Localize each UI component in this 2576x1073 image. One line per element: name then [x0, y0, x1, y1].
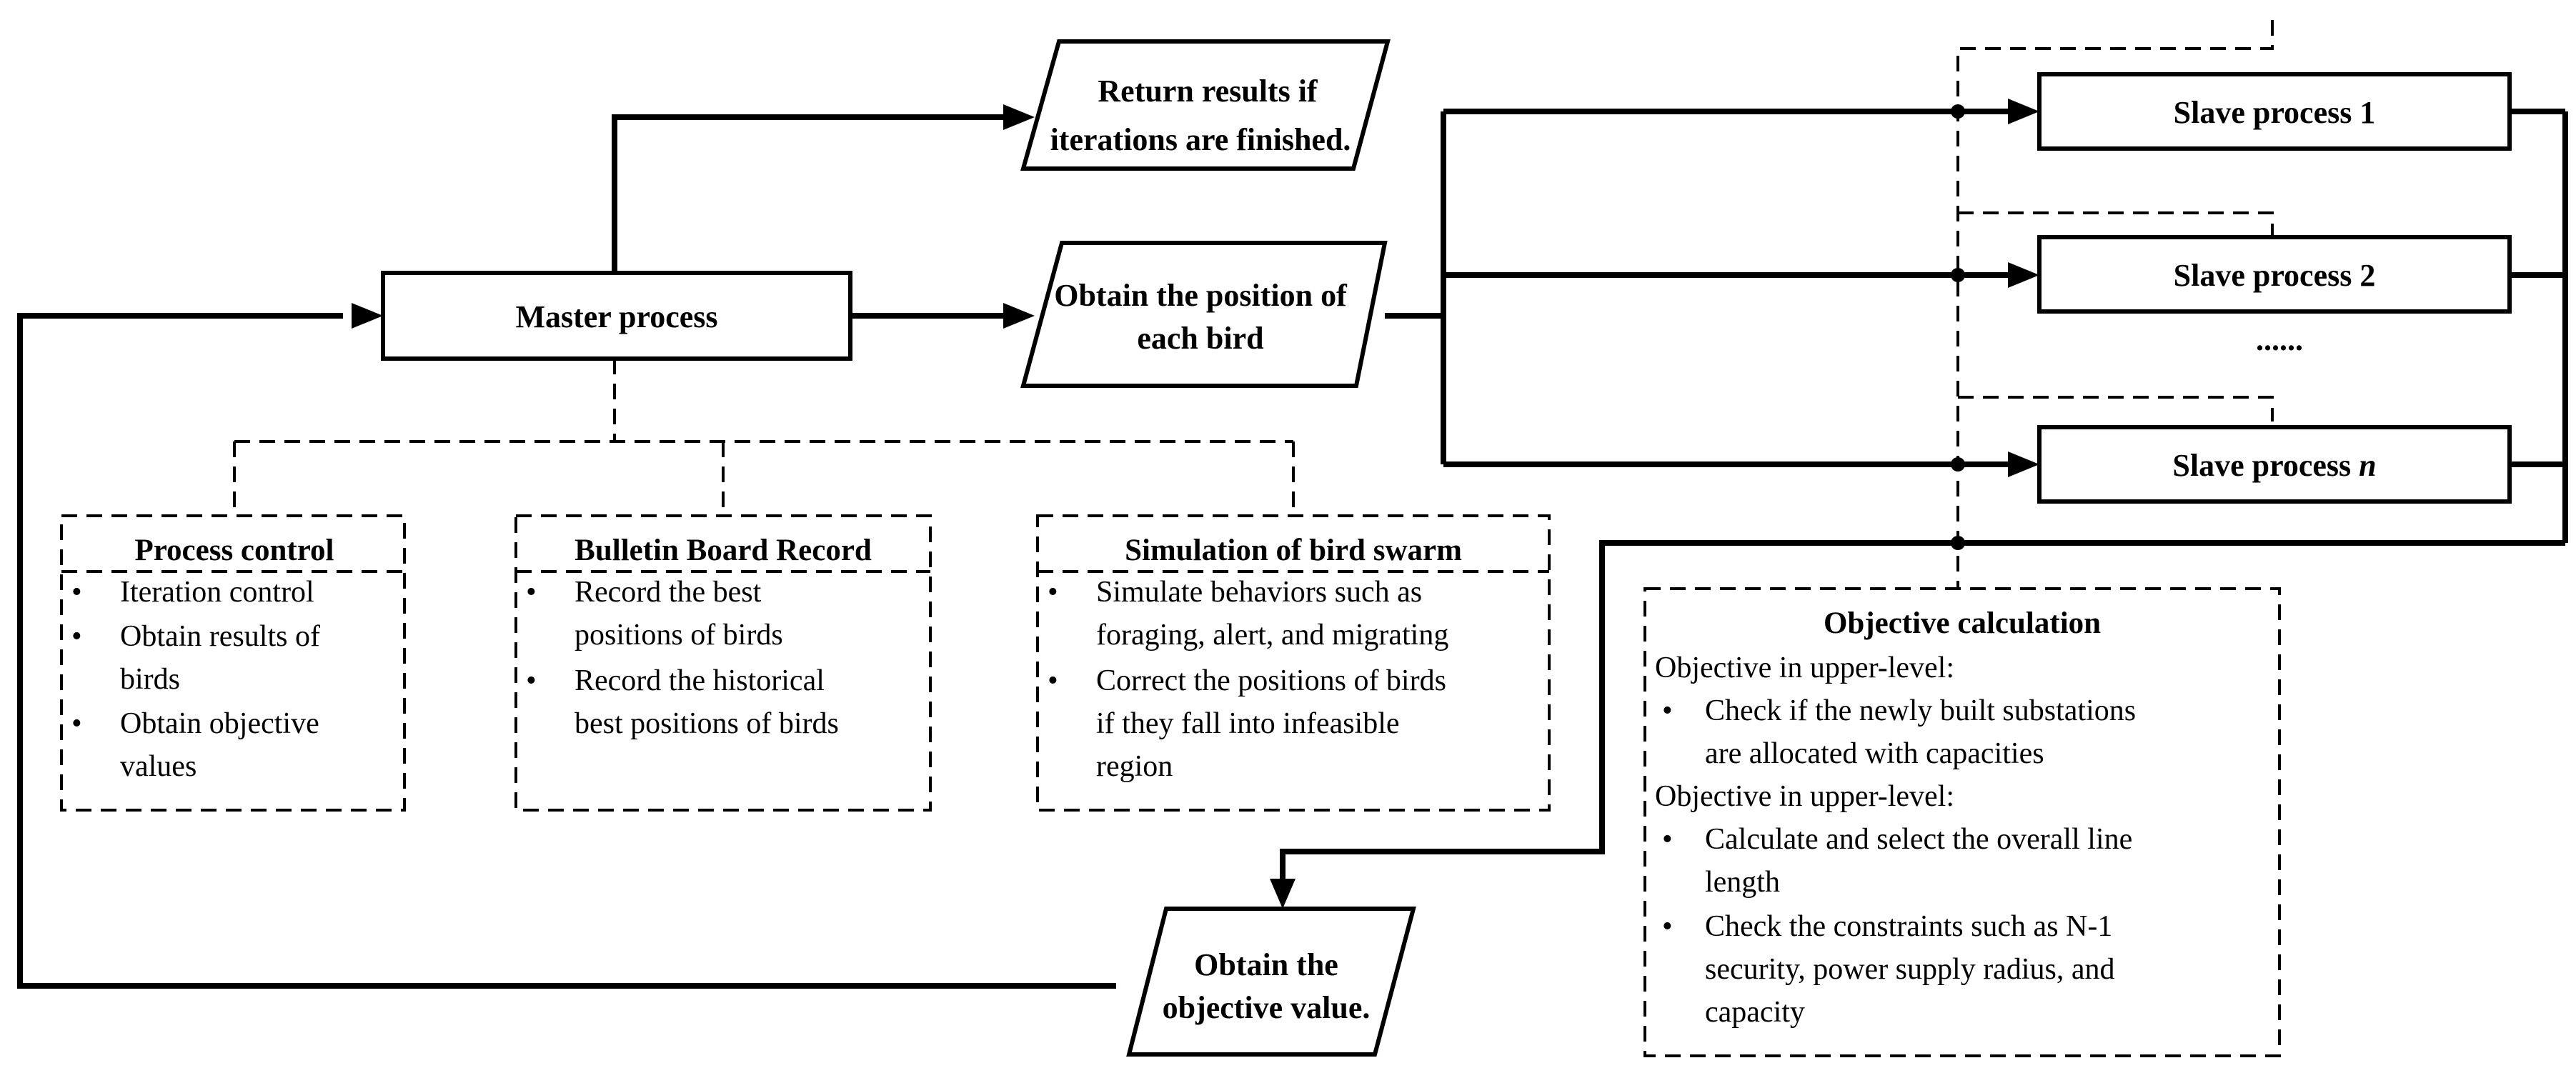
bulletin-board-item-line: Record the historical — [575, 664, 825, 697]
slave-process-n-box — [2037, 425, 2512, 504]
crossing-dot — [1951, 536, 1965, 550]
simulation-item-line: if they fall into infeasible — [1096, 707, 1400, 740]
bulletin-board-item-line: best positions of birds — [575, 707, 839, 740]
master-process-node: Master process — [381, 271, 852, 361]
simulation-items: • Simulate behaviors such as foraging, a… — [1048, 576, 1448, 783]
slave-process-1-label: Slave process 1 — [2174, 95, 2376, 130]
bulletin-board-panel: Bulletin Board Record • Record the best … — [514, 514, 932, 812]
objective-item-line: security, power supply radius, and — [1705, 953, 2114, 986]
arrowhead-master — [352, 303, 383, 329]
connector-objective-to-master — [17, 313, 1116, 989]
simulation-item-line: Correct the positions of birds — [1096, 664, 1446, 697]
process-control-item-line: Iteration control — [120, 576, 314, 609]
bullet-symbol: • — [1662, 694, 1673, 727]
obtain-position-label-line2: each bird — [1137, 321, 1263, 356]
obtain-position-label-line1: Obtain the position of — [1054, 278, 1348, 313]
simulation-item-line: Simulate behaviors such as — [1096, 576, 1422, 609]
master-process-label: Master process — [515, 299, 717, 334]
crossing-dot — [1951, 104, 1965, 119]
bullet-symbol: • — [526, 664, 537, 697]
process-control-frame — [60, 514, 406, 812]
objective-calculation-frame — [1643, 587, 2281, 1057]
connectors — [17, 109, 2568, 989]
arrowhead-return — [1003, 104, 1035, 130]
bullet-symbol: • — [1048, 664, 1058, 697]
slave-process-1-box — [2037, 72, 2512, 151]
process-control-item-line: Obtain objective — [120, 707, 319, 740]
dashed-links — [233, 20, 2274, 589]
objective-section-heading: Objective in upper-level: — [1655, 652, 1954, 684]
return-results-label-line2: iterations are finished. — [1050, 122, 1351, 157]
crossing-dots — [1951, 104, 1965, 550]
objective-item-line: Calculate and select the overall line — [1705, 823, 2132, 856]
slave-process-2-box — [2037, 235, 2512, 314]
obtain-objective-parallelogram — [1126, 907, 1416, 1057]
bullet-symbol: • — [1662, 910, 1673, 943]
bulletin-board-item-line: Record the best — [575, 576, 762, 609]
bullet-symbol: • — [526, 576, 537, 609]
objective-item-line: Check the constraints such as N-1 — [1705, 910, 2112, 943]
return-results-label-line1: Return results if — [1098, 74, 1318, 109]
master-process-box — [381, 271, 852, 361]
process-control-item-line: values — [120, 750, 197, 783]
slave-process-1-node: Slave process 1 — [2037, 72, 2512, 151]
bulletin-board-title: Bulletin Board Record — [575, 534, 872, 567]
slave-process-n-label: Slave process n — [2172, 448, 2376, 483]
obtain-objective-label-line2: objective value. — [1163, 990, 1371, 1025]
process-control-item-line: Obtain results of — [120, 620, 320, 653]
bullet-symbol: • — [1662, 823, 1673, 856]
objective-calculation-panel: Objective calculation Objective in upper… — [1643, 587, 2281, 1057]
dashed-slave2-bracket — [1958, 211, 2274, 236]
process-control-items: • Iteration control • Obtain results of … — [71, 576, 320, 783]
connector-master-to-return — [612, 114, 1008, 273]
bulletin-board-frame — [514, 514, 932, 812]
simulation-panel: Simulation of bird swarm • Simulate beha… — [1036, 514, 1551, 812]
crossing-dot — [1951, 268, 1965, 282]
simulation-title: Simulation of bird swarm — [1125, 534, 1462, 567]
slave-process-n-node: Slave process n — [2037, 425, 2512, 504]
objective-item-line: length — [1705, 866, 1780, 899]
slave-process-2-node: Slave process 2 — [2037, 235, 2512, 314]
arrowhead-slave1 — [2008, 99, 2039, 124]
obtain-objective-node: Obtain the objective value. — [1126, 907, 1416, 1057]
dashed-slaven-bracket — [1958, 396, 2274, 421]
bullet-symbol: • — [71, 707, 82, 740]
crossing-dot — [1951, 457, 1965, 471]
return-results-node: Return results if iterations are finishe… — [1020, 39, 1391, 171]
simulation-frame — [1036, 514, 1551, 812]
slave-ellipsis: ...... — [2256, 322, 2303, 357]
slave-process-n-suffix: n — [2359, 448, 2376, 483]
dashed-slave-frame — [1956, 20, 2274, 589]
objective-section-heading: Objective in upper-level: — [1655, 780, 1954, 813]
arrowhead-slave2 — [2008, 262, 2039, 288]
slave-process-2-label: Slave process 2 — [2174, 258, 2376, 293]
simulation-item-line: foraging, alert, and migrating — [1096, 619, 1448, 652]
process-control-item-line: birds — [120, 663, 180, 696]
obtain-position-parallelogram — [1020, 241, 1388, 388]
process-control-title: Process control — [134, 534, 334, 567]
objective-calculation-items: Objective in upper-level: • Check if the… — [1655, 652, 2136, 1029]
bulletin-board-items: • Record the best positions of birds • R… — [526, 576, 839, 740]
objective-item-line: Check if the newly built substations — [1705, 694, 2136, 727]
simulation-item-line: region — [1096, 750, 1173, 783]
objective-calculation-title: Objective calculation — [1824, 607, 2101, 640]
arrowhead-objective-value — [1270, 879, 1296, 909]
obtain-position-node: Obtain the position of each bird — [1020, 241, 1388, 388]
return-results-parallelogram — [1020, 39, 1391, 171]
arrowhead-slaven — [2008, 451, 2039, 477]
objective-item-line: capacity — [1705, 996, 1805, 1029]
obtain-objective-label-line1: Obtain the — [1194, 947, 1338, 982]
slave-process-n-prefix: Slave process — [2172, 448, 2359, 483]
objective-item-line: are allocated with capacities — [1705, 737, 2044, 770]
bullet-symbol: • — [71, 576, 82, 609]
bullet-symbol: • — [71, 620, 82, 653]
arrowheads — [352, 99, 2039, 909]
bulletin-board-item-line: positions of birds — [575, 619, 783, 652]
process-control-panel: Process control • Iteration control • Ob… — [60, 514, 406, 812]
arrowhead-position — [1003, 303, 1035, 329]
bullet-symbol: • — [1048, 576, 1058, 609]
connector-collector-to-objective — [1280, 540, 2565, 886]
